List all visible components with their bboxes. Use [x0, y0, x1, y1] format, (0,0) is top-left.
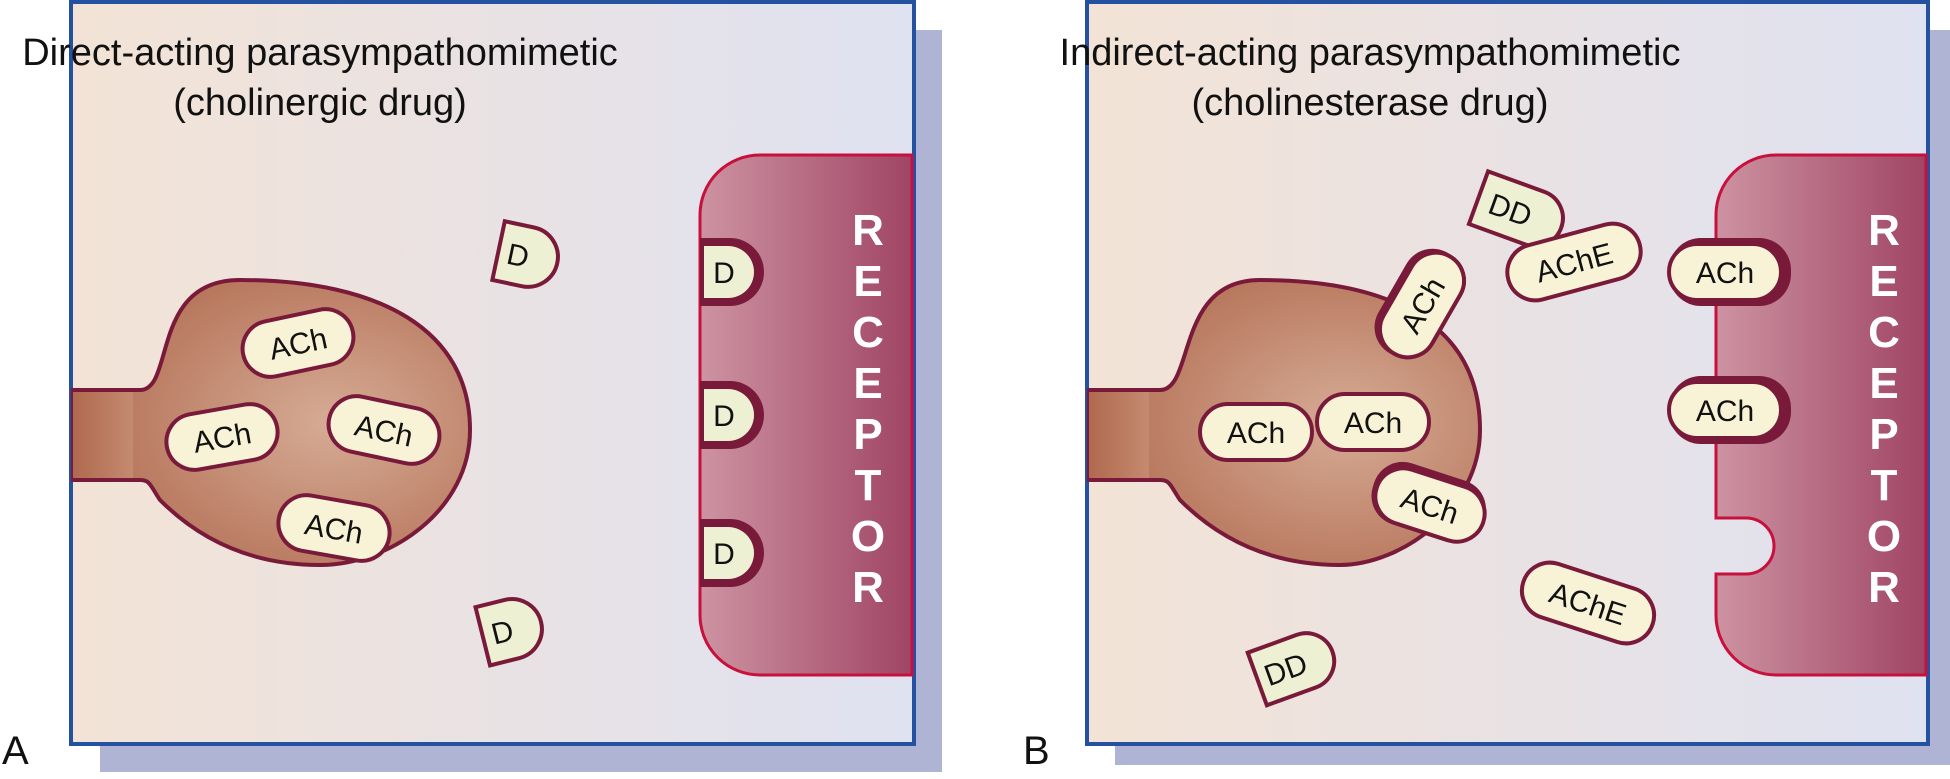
svg-text:P: P: [1869, 410, 1898, 459]
drug-molecule: DD: [1245, 631, 1337, 708]
released-ach-molecule: ACh: [1371, 461, 1487, 544]
svg-text:R: R: [1868, 563, 1900, 612]
svg-text:ACh: ACh: [1344, 407, 1402, 440]
svg-text:C: C: [852, 308, 884, 357]
svg-text:R: R: [852, 206, 884, 255]
drug-molecule: D: [473, 597, 544, 668]
svg-text:E: E: [1869, 257, 1898, 306]
ach-molecule: ACh: [240, 307, 356, 379]
receptor-bound-ach: ACh: [1667, 376, 1791, 444]
receptor-bound-drug: D: [700, 238, 764, 306]
receptor-bound-drug: D: [700, 519, 764, 587]
receptor-bound-ach: ACh: [1667, 238, 1791, 306]
svg-text:R: R: [1868, 206, 1900, 255]
svg-text:ACh: ACh: [1227, 417, 1285, 450]
ach-molecule: ACh: [1198, 402, 1314, 462]
svg-text:T: T: [1871, 461, 1898, 510]
axon: [1089, 392, 1149, 478]
receptor-bound-drug: D: [700, 381, 764, 449]
ach-molecule: ACh: [164, 402, 280, 472]
panel-a: Direct-acting parasympathomimetic (choli…: [2, 0, 942, 773]
svg-text:D: D: [713, 538, 735, 571]
panel-a-title-line2: (cholinergic drug): [173, 82, 467, 124]
panel-b: Indirect-acting parasympathomimetic (cho…: [1023, 0, 1950, 773]
svg-text:E: E: [853, 359, 882, 408]
svg-text:ACh: ACh: [1696, 257, 1754, 290]
receptor-label: R E C E P T O R: [1867, 206, 1901, 612]
ach-molecule: ACh: [1315, 392, 1431, 452]
svg-text:O: O: [851, 512, 885, 561]
ache-enzyme: AChE: [1519, 560, 1657, 646]
panel-a-title-line1: Direct-acting parasympathomimetic: [22, 32, 618, 74]
axon: [73, 392, 133, 478]
panel-a-label: A: [2, 729, 29, 773]
svg-text:R: R: [852, 563, 884, 612]
drug-molecule: D: [489, 218, 560, 289]
svg-text:C: C: [1868, 308, 1900, 357]
svg-text:E: E: [1869, 359, 1898, 408]
ach-molecule: ACh: [326, 394, 442, 466]
receptor-label: R E C E P T O R: [851, 206, 885, 612]
panel-b-title-line1: Indirect-acting parasympathomimetic: [1060, 32, 1681, 74]
panel-b-label: B: [1023, 729, 1050, 773]
ach-molecule: ACh: [276, 493, 392, 563]
svg-text:O: O: [1867, 512, 1901, 561]
panel-b-title-line2: (cholinesterase drug): [1192, 82, 1549, 124]
svg-text:ACh: ACh: [1696, 395, 1754, 428]
svg-text:D: D: [713, 257, 735, 290]
released-ach-molecule: ACh: [1374, 248, 1466, 360]
svg-text:E: E: [853, 257, 882, 306]
ache-enzyme: AChE: [1505, 221, 1643, 303]
svg-text:P: P: [853, 410, 882, 459]
svg-text:T: T: [855, 461, 882, 510]
svg-text:D: D: [713, 400, 735, 433]
